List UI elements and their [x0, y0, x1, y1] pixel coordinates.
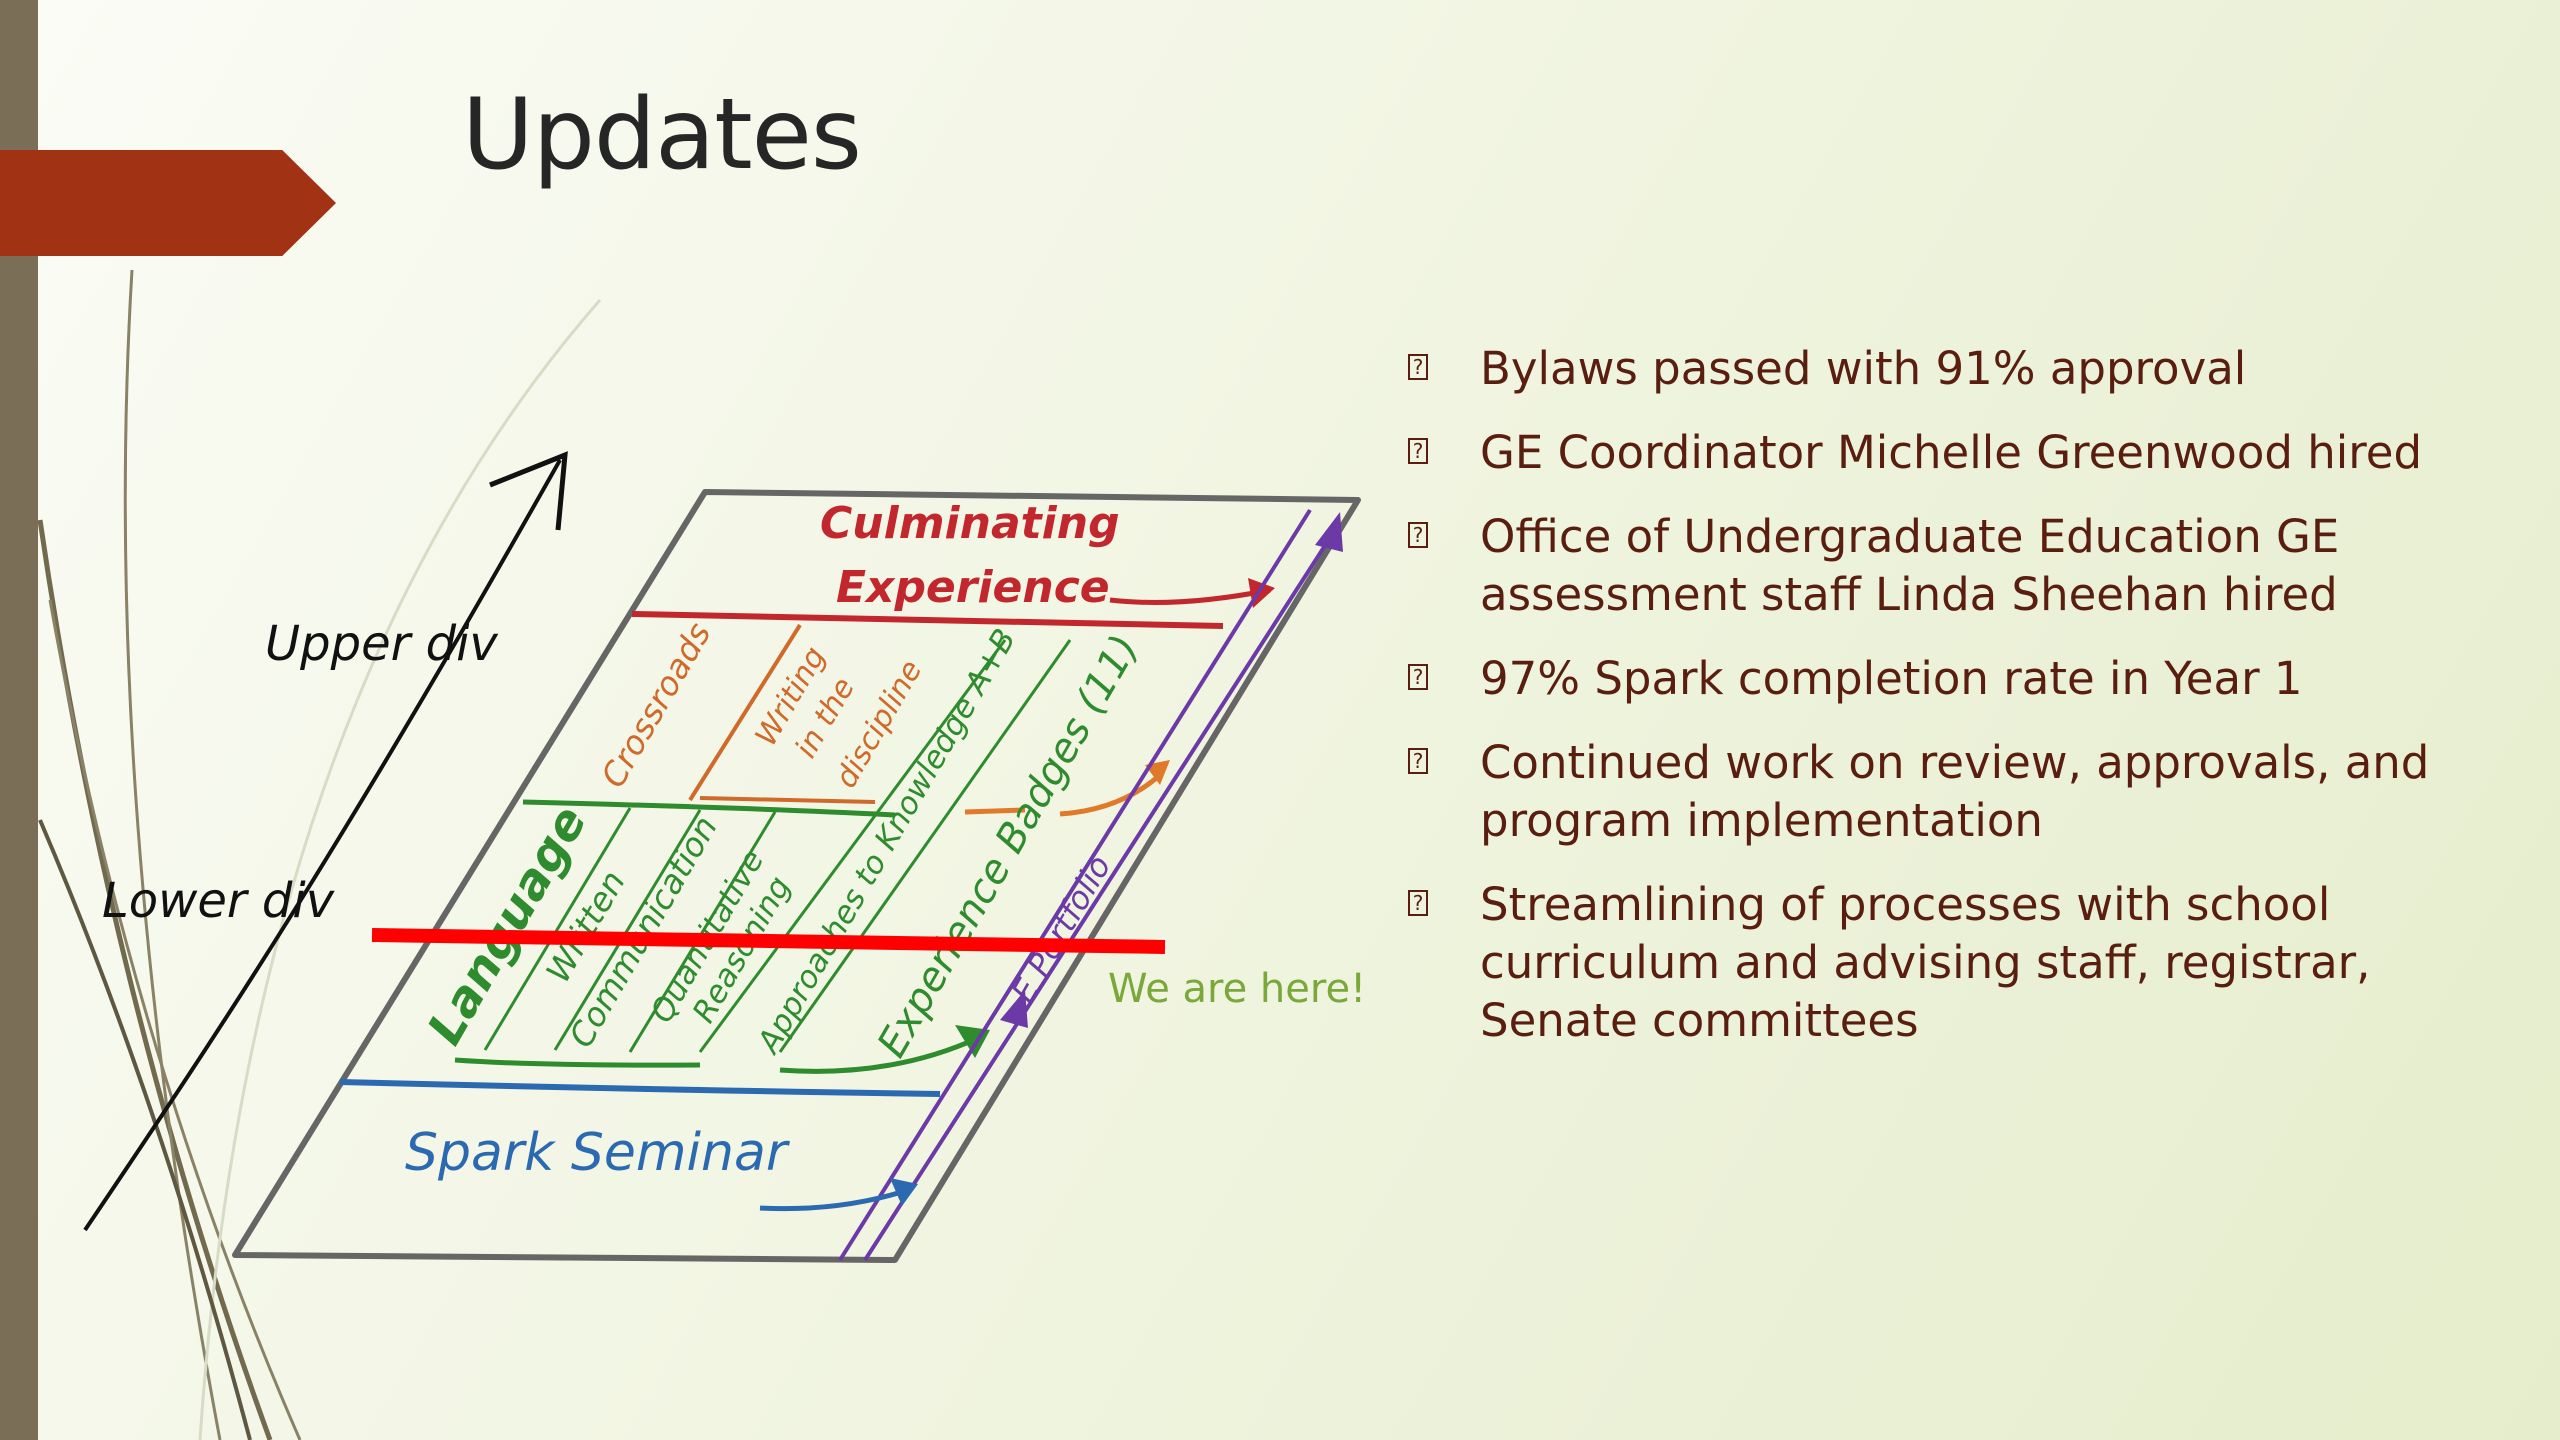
lower-green-base-line [454, 1057, 701, 1068]
culminating-arrow [1109, 587, 1271, 605]
spark-arrowhead [890, 1178, 918, 1206]
bullet-text: Office of Undergraduate Education GE ass… [1480, 510, 2340, 621]
green-column-line-2 [553, 809, 702, 1051]
ge-pathway-diagram: Upper div Lower div Culminating Experien… [83, 451, 1366, 1263]
bullet-text: Continued work on review, approvals, and… [1480, 736, 2430, 847]
writing-divider-line [688, 623, 802, 802]
eportfolio-arrowhead [1315, 512, 1343, 552]
bullet-item: ? 97% Spark completion rate in Year 1 [1400, 650, 2460, 708]
eportfolio-line-right [863, 528, 1337, 1262]
culminating-label-line2: Experience [836, 562, 1110, 613]
bullet-item: ? Streamlining of processes with school … [1400, 876, 2460, 1050]
bullet-item: ? Continued work on review, approvals, a… [1400, 734, 2460, 850]
title-arrow-shape [0, 150, 336, 256]
bullet-text: GE Coordinator Michelle Greenwood hired [1480, 426, 2423, 479]
diagram-sheet-outline [232, 489, 1361, 1263]
culminating-label-line1: Culminating [820, 498, 1120, 549]
eportfolio-line-left [838, 508, 1312, 1262]
bullet-item: ? GE Coordinator Michelle Greenwood hire… [1400, 424, 2460, 482]
lower-green-arrow [779, 1035, 980, 1074]
level-axis-arrowhead [489, 451, 568, 531]
bullet-item: ? Bylaws passed with 91% approval [1400, 340, 2460, 398]
slide-title: Updates [462, 78, 862, 192]
green-column-line-1 [483, 807, 632, 1051]
square-bullet-icon: ? [1408, 664, 1428, 690]
square-bullet-icon: ? [1408, 522, 1428, 548]
green-column-line-5 [778, 639, 1072, 1053]
update-bullet-list: ? Bylaws passed with 91% approval ? GE C… [1400, 340, 2460, 1076]
square-bullet-icon: ? [1408, 438, 1428, 464]
crossroads-underline [699, 796, 876, 804]
spark-arrow [759, 1187, 909, 1212]
spark-divider-line [339, 1079, 941, 1097]
spark-seminar-label: Spark Seminar [405, 1123, 791, 1183]
upper-div-label: Upper div [265, 616, 498, 672]
green-column-line-4 [698, 639, 1007, 1053]
we-are-here-label: We are here! [1108, 966, 1366, 1012]
square-bullet-icon: ? [1408, 354, 1428, 380]
upper-lower-divider-line [522, 799, 896, 818]
lower-div-label: Lower div [102, 873, 335, 929]
square-bullet-icon: ? [1408, 890, 1428, 916]
bullet-text: Bylaws passed with 91% approval [1480, 342, 2247, 395]
bullet-text: Streamlining of processes with school cu… [1480, 878, 2371, 1047]
culminating-divider-line [631, 611, 1224, 629]
upper-orange-arrow [964, 773, 1162, 817]
bullet-text: 97% Spark completion rate in Year 1 [1480, 652, 2303, 705]
green-column-line-3 [628, 811, 777, 1053]
we-are-here-line [371, 928, 1166, 954]
level-axis-line [83, 459, 562, 1232]
bullet-item: ? Office of Undergraduate Education GE a… [1400, 508, 2460, 624]
eportfolio-mid-arrowhead [1000, 990, 1028, 1028]
square-bullet-icon: ? [1408, 748, 1428, 774]
